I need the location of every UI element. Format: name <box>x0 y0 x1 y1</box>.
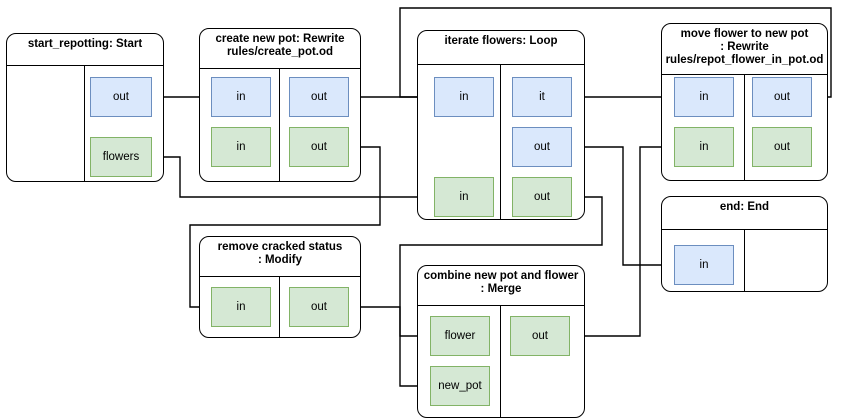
node-input-column-end <box>662 230 745 291</box>
port-output-out-start_repotting[interactable]: out <box>90 77 152 117</box>
node-body-start_repotting <box>7 65 163 181</box>
node-input-column-create_new_pot <box>200 69 280 181</box>
port-input-in-create_new_pot[interactable]: in <box>211 127 271 167</box>
port-input-in-remove_cracked_status[interactable]: in <box>211 287 271 327</box>
node-title-combine_new_pot_and_flower: combine new pot and flower : Merge <box>423 270 579 295</box>
node-body-combine_new_pot_and_flower <box>418 305 584 417</box>
edge-merge-out-to-moveflower-in-green <box>570 143 675 337</box>
node-input-column-remove_cracked_status <box>200 277 280 337</box>
port-input-in-create_new_pot[interactable]: in <box>211 77 271 117</box>
port-input-in-move_flower_to_new_pot[interactable]: in <box>674 77 734 117</box>
node-body-move_flower_to_new_pot <box>662 74 827 180</box>
port-input-in-end[interactable]: in <box>674 245 734 285</box>
port-input-flower-combine_new_pot_and_flower[interactable]: flower <box>430 316 490 356</box>
node-title-remove_cracked_status: remove cracked status : Modify <box>217 241 343 266</box>
node-title-start_repotting: start_repotting: Start <box>27 38 143 50</box>
node-body-create_new_pot <box>200 68 360 181</box>
port-output-out-create_new_pot[interactable]: out <box>289 127 349 167</box>
node-input-column-move_flower_to_new_pot <box>662 75 745 180</box>
node-output-column-end <box>745 230 828 291</box>
port-input-new-pot-combine_new_pot_and_flower[interactable]: new_pot <box>430 366 490 406</box>
port-output-out-move_flower_to_new_pot[interactable]: out <box>752 127 812 167</box>
node-body-end <box>662 229 827 291</box>
edge-loop-out-blue-to-end-in <box>572 146 675 269</box>
port-output-out-move_flower_to_new_pot[interactable]: out <box>752 77 812 117</box>
port-output-out-create_new_pot[interactable]: out <box>289 77 349 117</box>
node-body-iterate_flowers <box>418 64 584 219</box>
port-output-out-combine_new_pot_and_flower[interactable]: out <box>510 316 570 356</box>
port-output-flowers-start_repotting[interactable]: flowers <box>90 137 152 177</box>
node-input-column-combine_new_pot_and_flower <box>418 306 501 417</box>
port-input-in-iterate_flowers[interactable]: in <box>434 177 494 217</box>
port-output-out-remove_cracked_status[interactable]: out <box>289 287 349 327</box>
port-input-in-iterate_flowers[interactable]: in <box>434 77 494 117</box>
node-input-column-start_repotting <box>7 66 85 181</box>
node-title-create_new_pot: create new pot: Rewrite rules/create_pot… <box>215 33 345 58</box>
node-title-move_flower_to_new_pot: move flower to new pot : Rewrite rules/r… <box>665 28 824 66</box>
port-output-out-iterate_flowers[interactable]: out <box>512 177 572 217</box>
port-output-it-iterate_flowers[interactable]: it <box>512 77 572 117</box>
port-input-in-move_flower_to_new_pot[interactable]: in <box>674 127 734 167</box>
port-output-out-iterate_flowers[interactable]: out <box>512 127 572 167</box>
node-input-column-iterate_flowers <box>418 65 501 219</box>
node-title-iterate_flowers: iterate flowers: Loop <box>444 35 558 47</box>
node-body-remove_cracked_status <box>200 276 360 337</box>
node-title-end: end: End <box>719 201 770 213</box>
